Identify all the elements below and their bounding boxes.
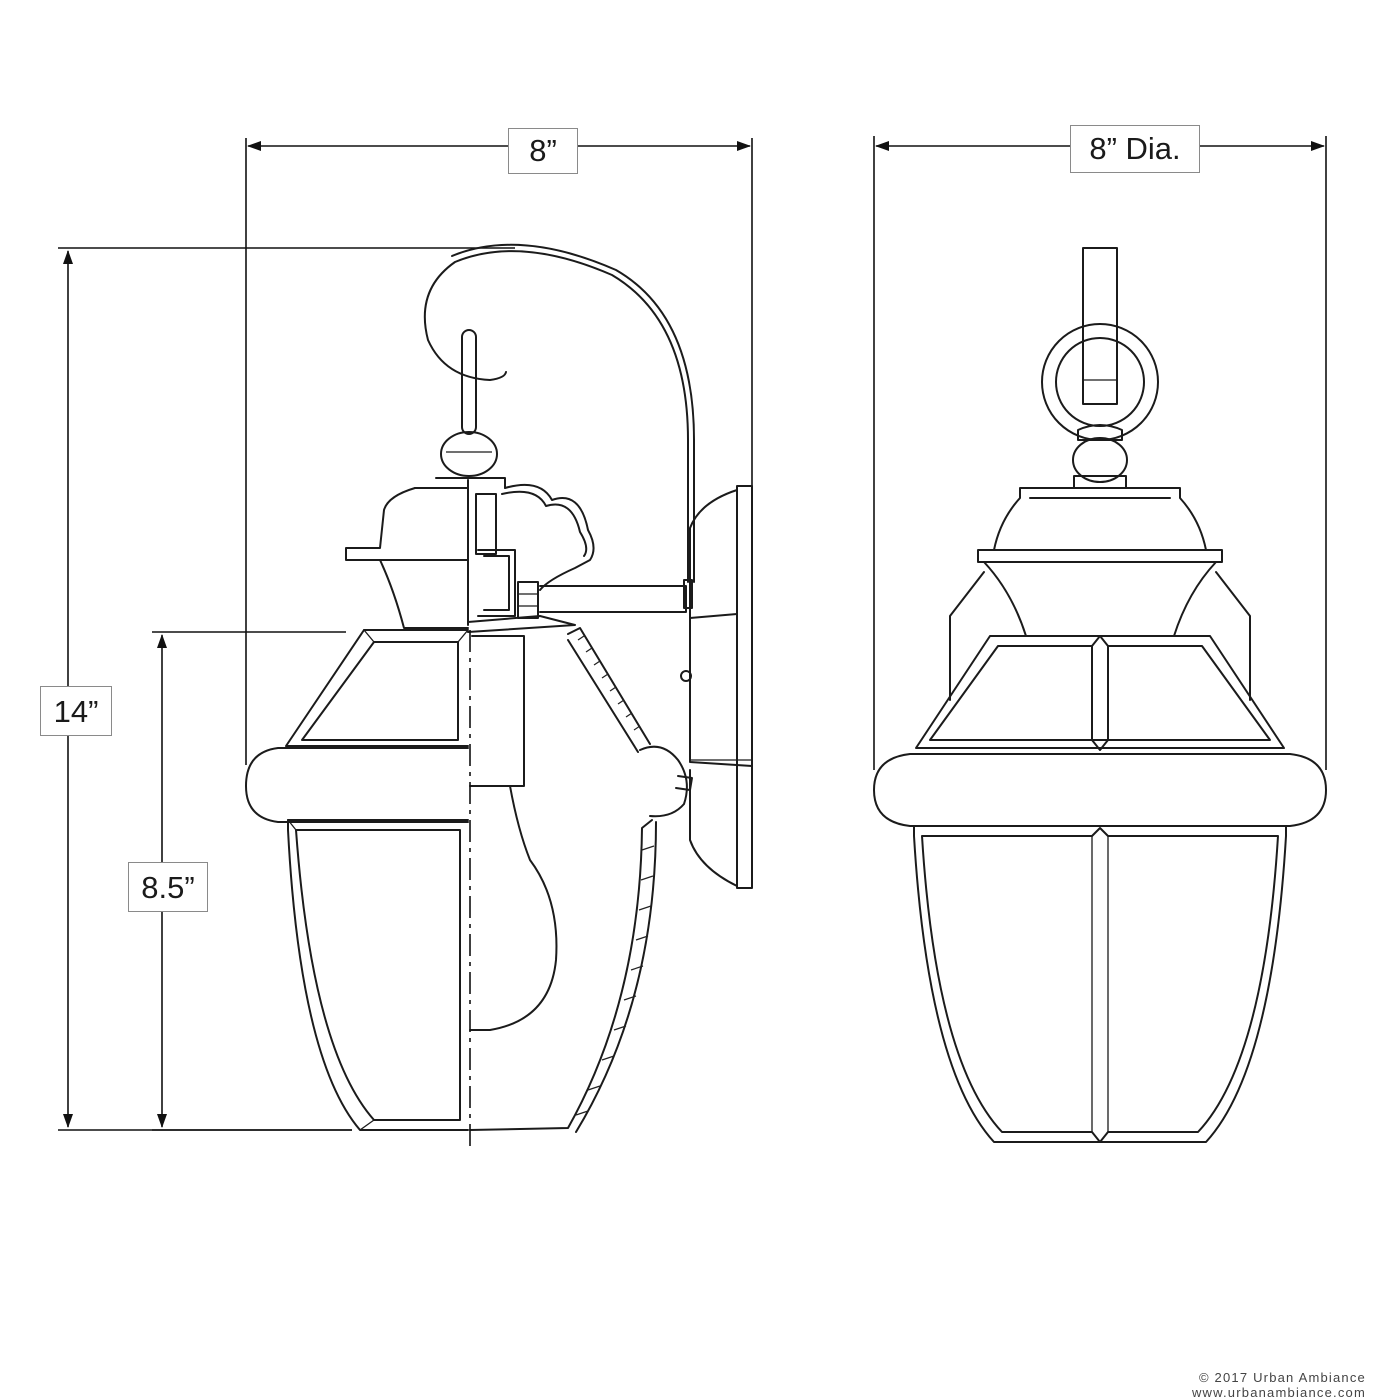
shade-hatch — [575, 845, 655, 1116]
dimension-lines — [58, 136, 1327, 1131]
overall-height-label: 14” — [40, 686, 112, 736]
overall-width-label: 8” — [508, 128, 578, 174]
side-view-lantern — [245, 243, 753, 1148]
copyright-text: © 2017 Urban Ambiance — [1198, 1370, 1366, 1385]
roof-hatch — [577, 635, 641, 731]
website-link[interactable]: www.urbanambiance.com — [1191, 1385, 1366, 1400]
footer-credits: © 2017 Urban Ambiance www.urbanambiance.… — [1192, 1370, 1366, 1400]
front-view-lantern — [873, 247, 1327, 1143]
shade-height-label: 8.5” — [128, 862, 208, 912]
diameter-label: 8” Dia. — [1070, 125, 1200, 173]
